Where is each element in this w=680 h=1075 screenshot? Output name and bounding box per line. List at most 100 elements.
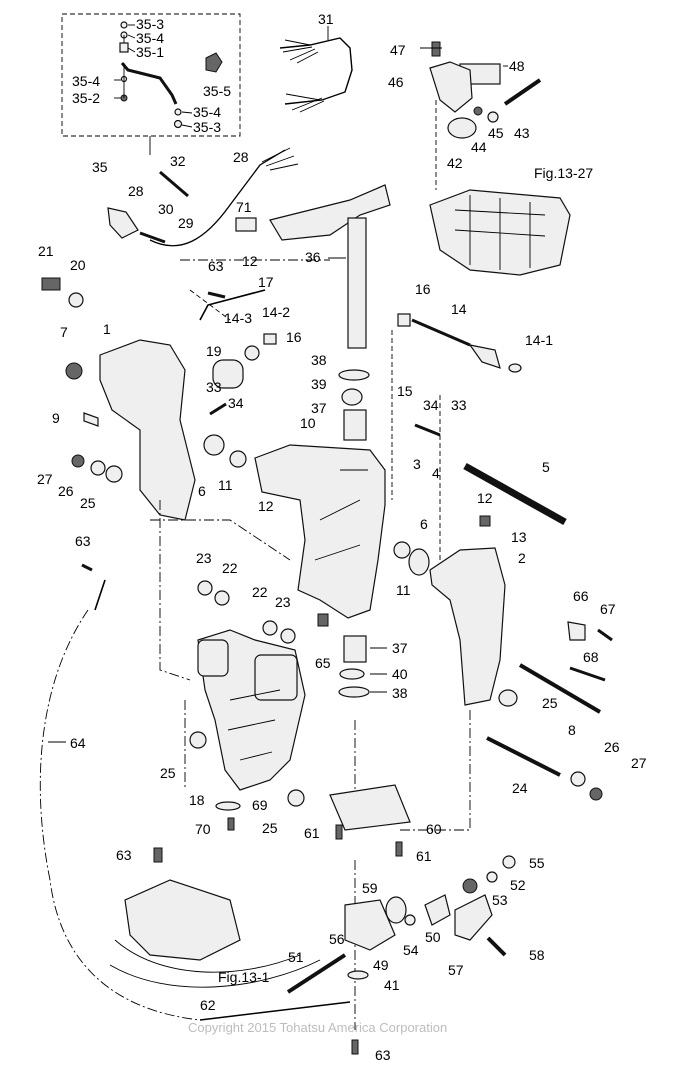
callout-23-right: 23 <box>275 594 291 610</box>
callout-66: 66 <box>573 588 589 604</box>
callout-35-4-left: 35-4 <box>72 73 100 89</box>
callout-67: 67 <box>600 601 616 617</box>
callout-35-3-top: 35-3 <box>136 16 164 32</box>
callout-25-bottom: 25 <box>262 820 278 836</box>
callout-35-1: 35-1 <box>136 44 164 60</box>
callout-35-4-bottom: 35-4 <box>193 104 221 120</box>
callout-38-upper: 38 <box>311 352 327 368</box>
callout-25-left: 25 <box>80 495 96 511</box>
callout-12-swivel: 12 <box>258 498 274 514</box>
callout-49: 49 <box>373 957 389 973</box>
plate-60: 61 60 61 <box>304 784 442 864</box>
callout-10: 10 <box>300 415 316 431</box>
callout-30: 30 <box>158 201 174 217</box>
callout-46: 46 <box>388 74 404 90</box>
upper-left-parts: 32 28 30 29 28 71 <box>107 147 299 247</box>
bracket-28 <box>107 207 139 239</box>
callout-42: 42 <box>447 155 463 171</box>
callout-20: 20 <box>70 257 86 273</box>
callout-25-tilt: 25 <box>160 765 176 781</box>
tilt-unit-18: 25 18 69 70 25 <box>160 629 306 837</box>
callout-63-end: 63 <box>375 1047 391 1063</box>
callout-45: 45 <box>488 125 504 141</box>
callout-25-right: 25 <box>542 695 558 711</box>
callout-35-5: 35-5 <box>203 83 231 99</box>
bracket-49 <box>344 899 396 951</box>
callout-34-left: 34 <box>228 395 244 411</box>
callout-26-left: 26 <box>58 483 74 499</box>
callout-40: 40 <box>392 666 408 682</box>
plate-57 <box>454 894 493 941</box>
callout-11-right: 11 <box>396 582 411 598</box>
callout-69: 69 <box>252 797 268 813</box>
callout-33-right: 33 <box>451 397 467 413</box>
callout-43: 43 <box>514 125 530 141</box>
callout-52: 52 <box>510 877 526 893</box>
left-clamp-area: 21 20 7 1 9 27 26 25 6 11 <box>37 243 247 521</box>
callout-35-2: 35-2 <box>72 90 100 106</box>
callout-22-left: 22 <box>222 560 238 576</box>
callout-26-right: 26 <box>604 739 620 755</box>
callout-35-3-bottom: 35-3 <box>193 119 221 135</box>
callout-37-lower: 37 <box>392 640 408 656</box>
callout-3: 3 <box>413 456 421 472</box>
swivel-bracket-body <box>254 444 386 619</box>
fig-13-1-label: Fig.13-1 <box>218 969 270 985</box>
callout-51: 51 <box>288 949 304 965</box>
housing-fig-13-1 <box>124 879 241 961</box>
callout-28-left: 28 <box>128 183 144 199</box>
callout-31: 31 <box>318 11 334 27</box>
callout-68: 68 <box>583 649 599 665</box>
callout-14: 14 <box>451 301 467 317</box>
mount-group-top-right: 47 48 46 43 45 44 42 Fig.13-27 <box>388 41 593 276</box>
callout-59: 59 <box>362 880 378 896</box>
callout-1: 1 <box>103 321 111 337</box>
right-upper-parts: 16 14 14-1 15 34 33 3 4 5 12 13 <box>397 281 567 545</box>
callout-34-right: 34 <box>423 397 439 413</box>
callout-70: 70 <box>195 821 211 837</box>
kit-35-group: 35-3 35-4 35-1 35-4 35-2 35-5 35-4 35-3 … <box>61 13 241 175</box>
callout-57: 57 <box>448 962 464 978</box>
callout-6-left: 6 <box>198 483 206 499</box>
right-clamp-area: 6 11 2 66 67 68 25 8 24 26 27 <box>393 516 647 801</box>
wire-harness-31: 31 <box>279 11 353 113</box>
callout-8: 8 <box>568 722 576 738</box>
kit-35-dashed-box <box>61 13 241 137</box>
middle-upper-parts: 63 12 17 14-3 14-2 16 19 33 34 <box>199 253 302 416</box>
callout-58: 58 <box>529 947 545 963</box>
pin-19 <box>212 359 244 389</box>
callout-14-3: 14-3 <box>224 310 252 326</box>
callout-37-upper: 37 <box>311 400 327 416</box>
callout-56: 56 <box>329 931 345 947</box>
callout-63-upper: 63 <box>208 258 224 274</box>
callout-63-bottom: 63 <box>116 847 132 863</box>
callout-53: 53 <box>492 892 508 908</box>
callout-33-left: 33 <box>206 379 222 395</box>
copyright-watermark: Copyright 2015 Tohatsu America Corporati… <box>188 1020 447 1035</box>
callout-19: 19 <box>206 343 222 359</box>
callout-27-left: 27 <box>37 471 53 487</box>
callout-24: 24 <box>512 780 528 796</box>
nut-35-5 <box>205 52 223 73</box>
bushing-37-lower <box>343 635 367 663</box>
callout-55: 55 <box>529 855 545 871</box>
callout-14-1: 14-1 <box>525 332 553 348</box>
callout-41: 41 <box>384 977 400 993</box>
callout-13: 13 <box>511 529 527 545</box>
shaft-bushings: 38 39 37 <box>311 352 370 441</box>
callout-18: 18 <box>189 792 205 808</box>
callout-61-left: 61 <box>304 825 320 841</box>
callout-64: 64 <box>70 735 86 751</box>
callout-50: 50 <box>425 929 441 945</box>
callout-60: 60 <box>426 821 442 837</box>
callout-35: 35 <box>92 159 108 175</box>
cable-64: 63 64 <box>39 259 471 1030</box>
callout-65: 65 <box>315 655 331 671</box>
callout-71: 71 <box>236 199 252 215</box>
callout-7: 7 <box>60 324 68 340</box>
clamp-bracket-2 <box>429 547 506 706</box>
swivel-bracket-10: 10 12 65 <box>254 415 386 671</box>
callout-23-left: 23 <box>196 550 212 566</box>
bushings-22-23: 23 22 22 23 <box>196 550 296 644</box>
